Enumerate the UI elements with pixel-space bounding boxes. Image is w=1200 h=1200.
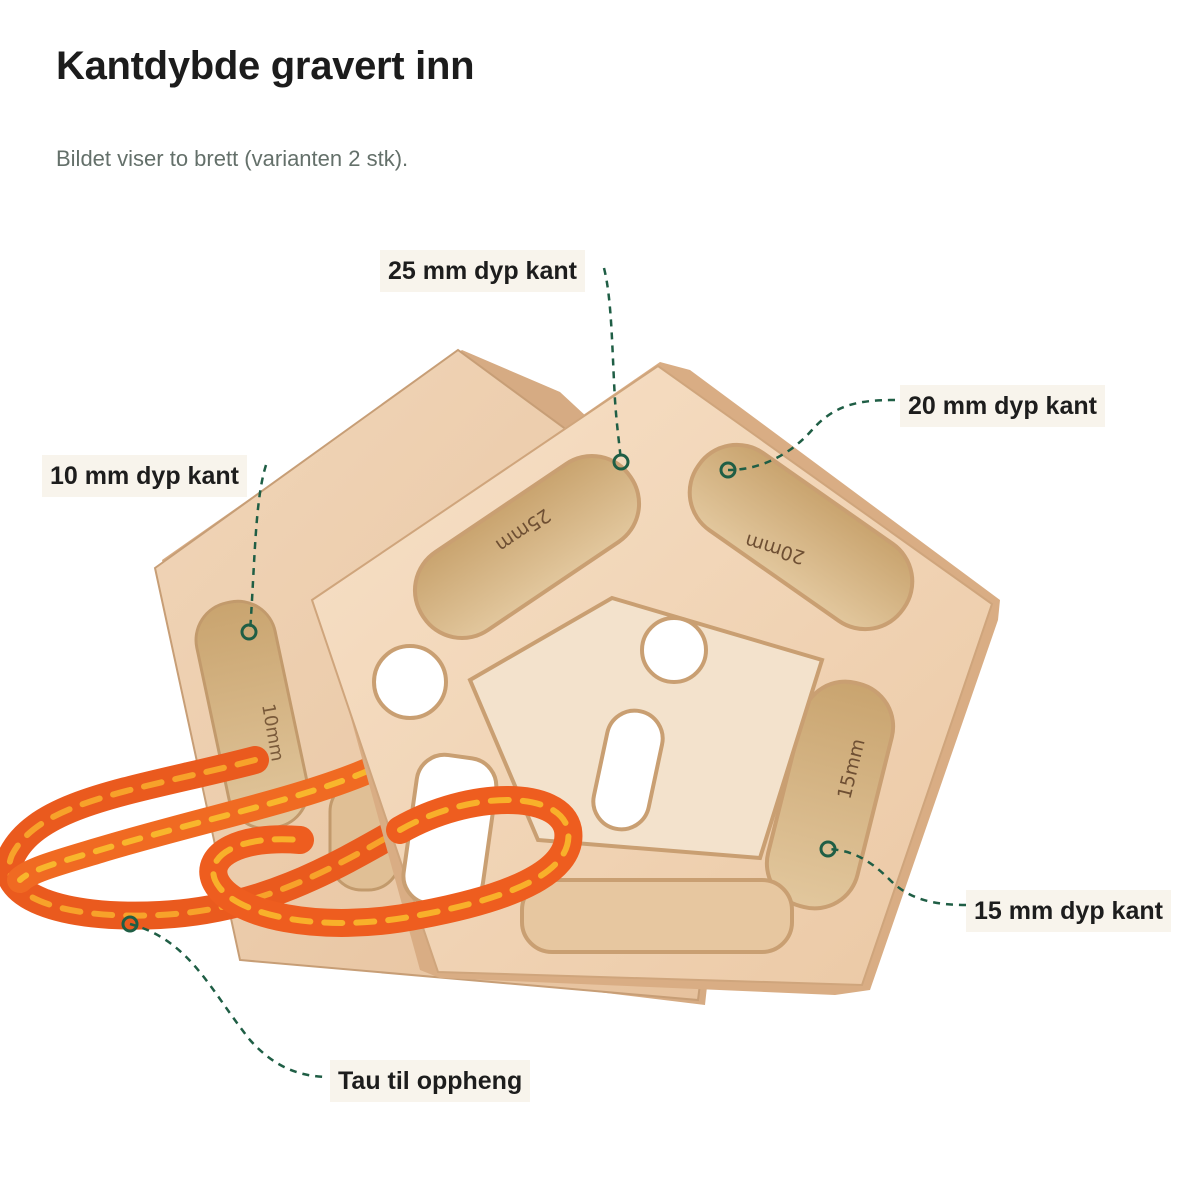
point-25mm: [612, 453, 630, 471]
front-hole-center: [640, 616, 708, 684]
callout-10mm-edge: 10 mm dyp kant: [42, 455, 247, 497]
leader-endpoints: [121, 453, 837, 933]
point-20mm: [719, 461, 737, 479]
page-title: Kantdybde gravert inn: [56, 44, 475, 88]
rope-front: [199, 786, 583, 937]
leader-20mm: [727, 398, 896, 472]
front-pocket-20mm: [687, 442, 915, 632]
leader-rope: [129, 922, 327, 1079]
callout-20mm-edge: 20 mm dyp kant: [900, 385, 1105, 427]
callout-25mm-edge: 25 mm dyp kant: [380, 250, 585, 292]
leader-lines: [129, 267, 967, 1079]
callout-rope: Tau til oppheng: [330, 1060, 531, 1102]
rope-loop-outer-highlight: [6, 757, 403, 919]
rope-loop-front-highlight: [210, 797, 572, 926]
leader-15mm: [827, 847, 967, 907]
front-pocket-25mm: [412, 453, 642, 641]
leader-10mm: [248, 464, 268, 633]
front-pocket-bottom: [520, 878, 794, 954]
point-15mm: [819, 840, 837, 858]
rope: [0, 746, 414, 930]
point-10mm: [240, 623, 258, 641]
leader-25mm: [602, 267, 623, 463]
callout-15mm-edge: 15 mm dyp kant: [966, 890, 1171, 932]
front-hole-left: [372, 644, 448, 720]
point-rope: [121, 915, 139, 933]
front-hangboard: 25mm 20mm 15mm: [310, 362, 1000, 995]
rope-strand-upper-highlight: [17, 767, 373, 883]
front-slot-center: [591, 708, 665, 832]
page-subtitle: Bildet viser to brett (varianten 2 stk).: [56, 146, 409, 171]
